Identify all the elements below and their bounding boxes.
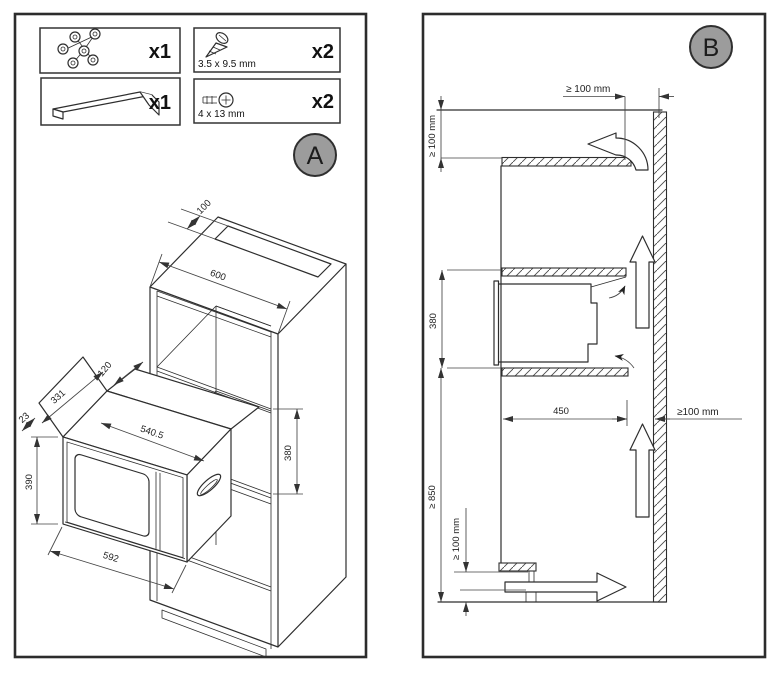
dim-front-width: 592 <box>102 550 120 565</box>
part-qty: x2 <box>312 91 334 113</box>
dim-niche-height: 380 <box>428 313 439 329</box>
dim-cabinet-width: 600 <box>209 268 228 284</box>
control-panel-strip <box>155 471 161 551</box>
dim-worktop-height: ≥ 850 <box>427 485 438 509</box>
pan-screw-icon <box>202 92 234 108</box>
dim-niche-depth: 450 <box>553 406 569 417</box>
panel-b-border <box>421 12 767 659</box>
airflow-up-arrow-icon <box>629 235 656 329</box>
part-qty: x2 <box>312 41 334 63</box>
plinth <box>161 609 267 658</box>
door-window <box>74 453 150 537</box>
badge-letter: B <box>703 34 720 62</box>
airflow-up-arrow-icon <box>629 423 656 518</box>
top-panel <box>501 156 632 167</box>
parts-list: x1 x2 3.5 x 9.5 mm <box>39 27 341 126</box>
step-badge-b: B <box>689 25 733 69</box>
part-qty: x1 <box>149 41 171 63</box>
step-badge-a: A <box>293 133 337 177</box>
cabinet-floor <box>498 562 537 572</box>
part-size: 4 x 13 mm <box>198 109 245 120</box>
trim-strip-icon <box>52 91 160 120</box>
part-size: 3.5 x 9.5 mm <box>198 59 256 70</box>
badge-circle <box>689 25 733 69</box>
shelf-above-niche <box>501 267 627 277</box>
dim-top-rear-gap: ≥ 100 mm <box>566 84 610 95</box>
part-box-screw-small: x2 3.5 x 9.5 mm <box>193 27 341 73</box>
section-dimensions: ≥ 100 mm ≥ 100 mm 380 450 ≥100 mm ≥ 850 <box>427 84 742 616</box>
mounting-kit-icon <box>57 28 101 69</box>
panel-b: B <box>421 12 767 659</box>
part-box-screw-pan: x2 4 x 13 mm <box>193 78 341 124</box>
wall-section <box>652 111 668 603</box>
dim-niche-height: 380 <box>283 445 294 461</box>
dim-height: 390 <box>24 474 35 490</box>
dim-plinth-vent: ≥ 100 mm <box>451 518 462 560</box>
airflow-curl-arrow-icon <box>608 285 626 299</box>
part-box-mounting-kit: x1 <box>39 27 181 74</box>
shelf-below-niche <box>501 367 629 377</box>
part-qty: x1 <box>149 92 171 114</box>
cabinet-dimensions: 600 100 380 <box>149 198 303 495</box>
airflow-intake-arrow-icon <box>504 572 627 602</box>
screw-icon <box>205 32 229 58</box>
section-view <box>436 109 668 603</box>
dim-top-clearance: ≥ 100 mm <box>427 115 438 157</box>
badge-letter: A <box>307 142 324 170</box>
airflow-top-exit-arrow-icon <box>587 132 649 171</box>
power-cord <box>590 276 627 288</box>
microwave-profile <box>493 276 627 366</box>
panel-a: x1 x2 3.5 x 9.5 mm <box>13 12 368 659</box>
badge-circle <box>293 133 337 177</box>
dim-rear-gap: ≥100 mm <box>677 407 719 418</box>
part-box-trim-strip: x1 <box>40 77 181 126</box>
vent-slot <box>214 225 332 278</box>
airflow-curl-arrow-icon <box>614 353 635 369</box>
